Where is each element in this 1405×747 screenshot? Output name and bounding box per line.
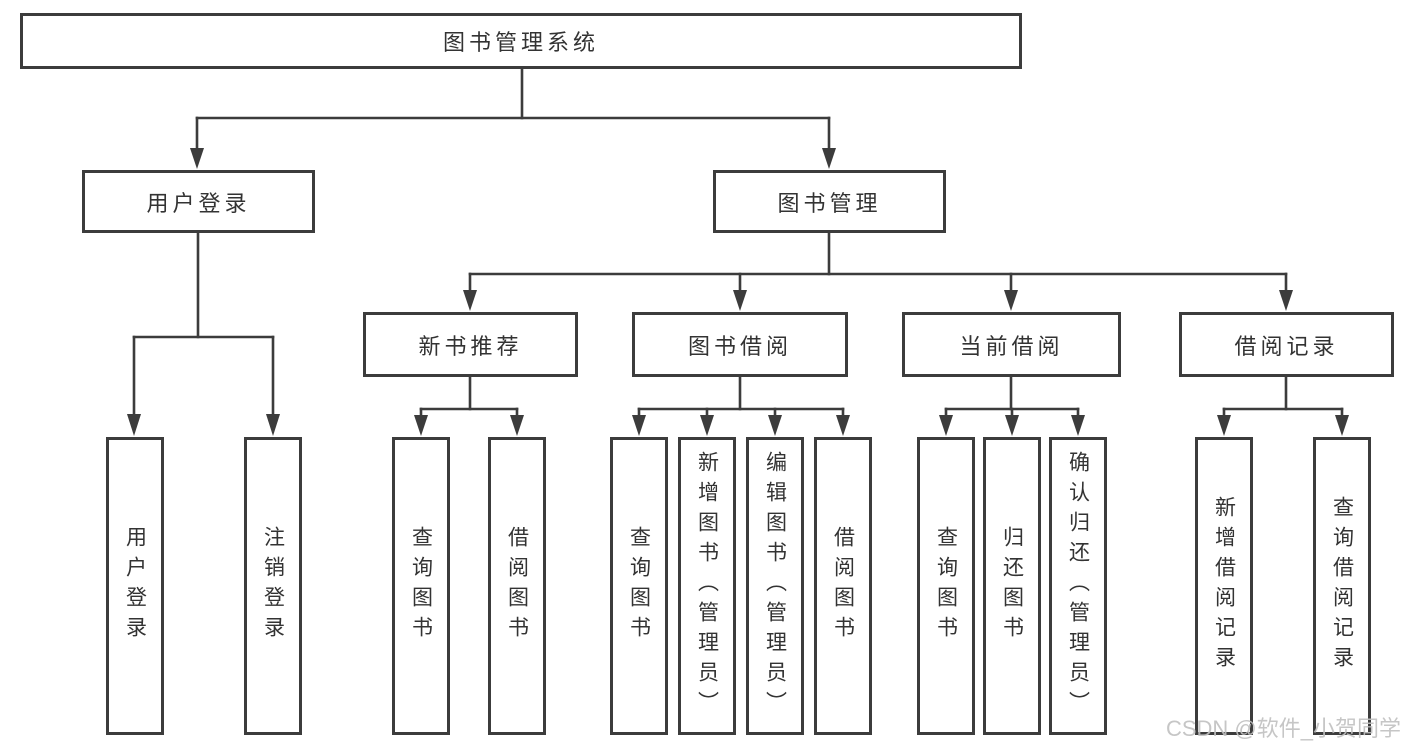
leaf-label: 归还图书: [1000, 526, 1024, 646]
node-label: 图书管理系统: [442, 30, 599, 55]
node-book-management: 图书管理: [713, 170, 946, 233]
node-root-system: 图书管理系统: [20, 13, 1022, 69]
leaf-label: 新增借阅记录: [1212, 496, 1236, 676]
leaf-label: 新增图书（管理员）: [695, 451, 719, 721]
leaf-label: 用户登录: [123, 526, 147, 646]
leaf-edit-books-admin: 编辑图书（管理员）: [746, 437, 804, 735]
node-label: 借阅记录: [1234, 333, 1339, 359]
leaf-query-books-recommend: 查询图书: [392, 437, 450, 735]
leaf-return-books: 归还图书: [983, 437, 1041, 735]
leaf-borrow-books-recommend: 借阅图书: [488, 437, 546, 735]
leaf-query-books-current: 查询图书: [917, 437, 975, 735]
leaf-label: 借阅图书: [831, 526, 855, 646]
node-label: 新书推荐: [418, 333, 523, 359]
node-borrow-record: 借阅记录: [1179, 312, 1394, 377]
node-label: 图书管理: [777, 190, 882, 216]
leaf-label: 查询图书: [627, 526, 651, 646]
leaf-label: 编辑图书（管理员）: [763, 451, 787, 721]
node-current-borrow: 当前借阅: [902, 312, 1121, 377]
leaf-label: 确认归还（管理员）: [1066, 451, 1090, 721]
leaf-label: 注销登录: [261, 526, 285, 646]
leaf-add-borrow-record: 新增借阅记录: [1195, 437, 1253, 735]
node-label: 图书借阅: [687, 333, 792, 359]
leaf-add-books-admin: 新增图书（管理员）: [678, 437, 736, 735]
node-label: 用户登录: [146, 190, 251, 216]
leaf-query-borrow-record: 查询借阅记录: [1313, 437, 1371, 735]
leaf-label: 查询图书: [409, 526, 433, 646]
leaf-user-login: 用户登录: [106, 437, 164, 735]
leaf-label: 查询借阅记录: [1330, 496, 1354, 676]
leaf-confirm-return-admin: 确认归还（管理员）: [1049, 437, 1107, 735]
leaf-label: 查询图书: [934, 526, 958, 646]
node-new-book-recommend: 新书推荐: [363, 312, 578, 377]
leaf-label: 借阅图书: [505, 526, 529, 646]
node-book-borrow: 图书借阅: [632, 312, 848, 377]
watermark: CSDN @软件_小贺同学: [1165, 716, 1401, 741]
node-label: 当前借阅: [959, 333, 1064, 359]
leaf-borrow-books: 借阅图书: [814, 437, 872, 735]
node-user-login: 用户登录: [82, 170, 315, 233]
leaf-logout: 注销登录: [244, 437, 302, 735]
leaf-query-books-borrow: 查询图书: [610, 437, 668, 735]
